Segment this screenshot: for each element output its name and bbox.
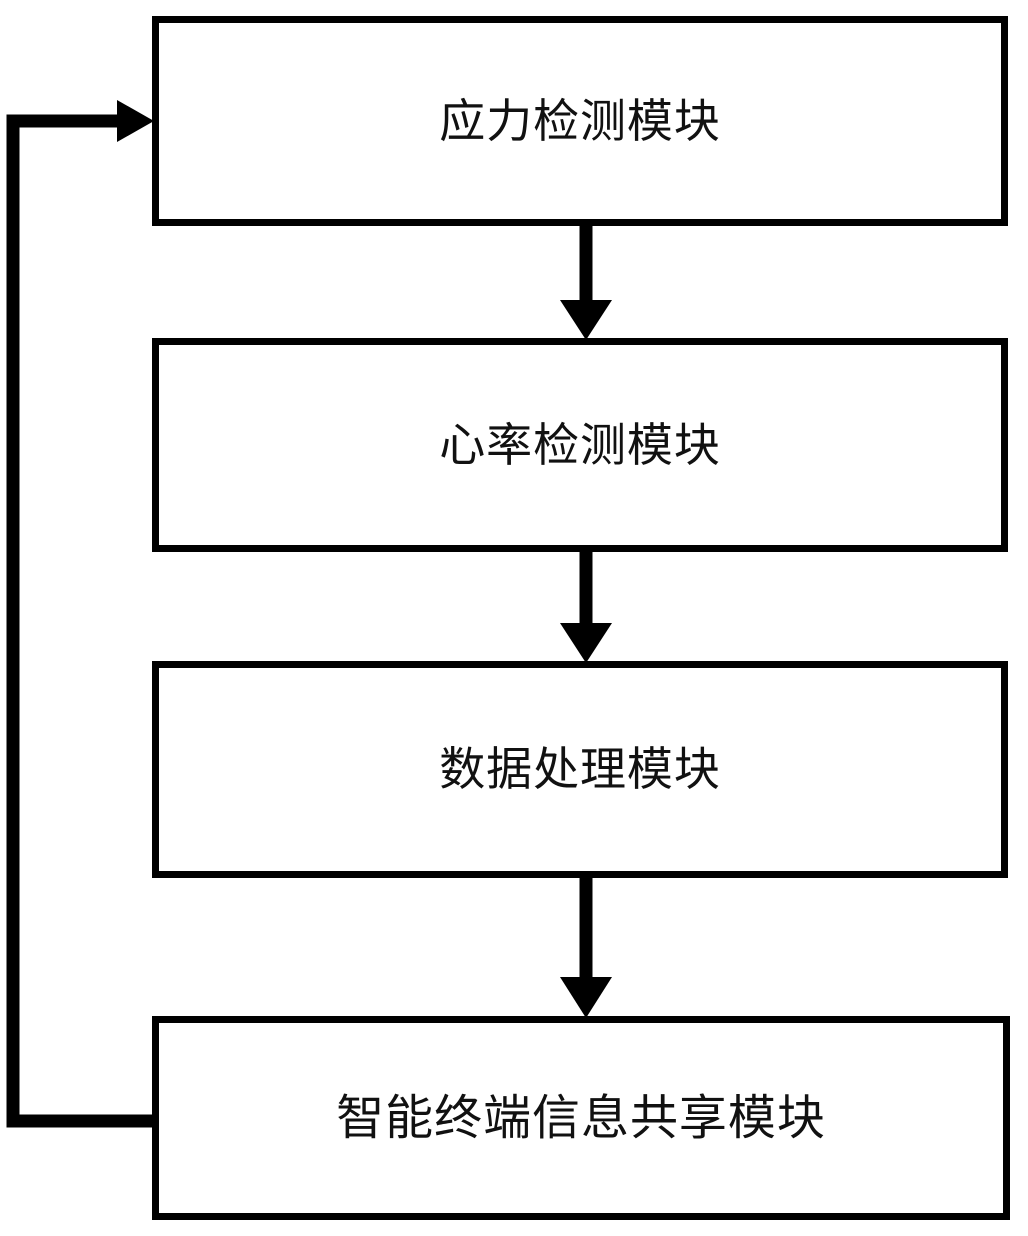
arrow-heartrate-to-dataproc	[560, 552, 612, 663]
feedback-terminalshare-to-stress	[6, 100, 154, 1128]
node-label: 数据处理模块	[439, 742, 721, 797]
arrow-dataproc-to-terminalshare	[560, 878, 612, 1018]
arrow-stress-to-heartrate	[560, 226, 612, 340]
node-label: 心率检测模块	[439, 417, 721, 472]
node-label: 智能终端信息共享模块	[336, 1089, 826, 1146]
node-data-processing-module[interactable]: 数据处理模块	[152, 661, 1008, 878]
node-smart-terminal-info-sharing-module[interactable]: 智能终端信息共享模块	[152, 1016, 1010, 1220]
node-heart-rate-detection-module[interactable]: 心率检测模块	[152, 338, 1008, 552]
node-stress-detection-module[interactable]: 应力检测模块	[152, 16, 1008, 226]
node-label: 应力检测模块	[439, 93, 721, 148]
